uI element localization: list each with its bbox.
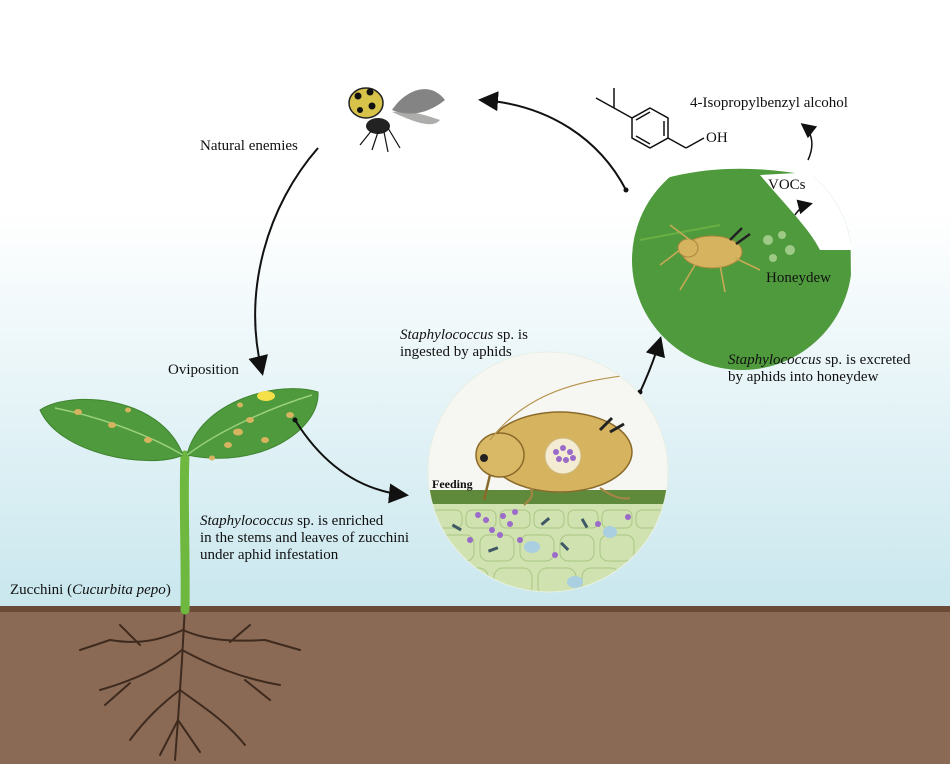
chemical-structure: [595, 88, 705, 149]
roots: [79, 605, 301, 761]
label-excreted: Staphylococcus sp. is excreted by aphids…: [728, 352, 910, 386]
ladybird-beetle: [348, 87, 445, 153]
ingested-genus: Staphylococcus: [400, 327, 494, 343]
excreted-line2: by aphids into honeydew: [728, 369, 879, 385]
left-leaf: [39, 399, 184, 462]
label-feeding: Feeding: [432, 477, 473, 491]
arrow-beetle-to-oviposition: [248, 147, 319, 376]
label-enriched: Staphylococcus sp. is enriched in the st…: [200, 513, 409, 564]
enriched-line3: under aphid infestation: [200, 547, 339, 563]
ingested-line2: ingested by aphids: [400, 344, 512, 360]
enriched-rest: sp. is enriched: [293, 513, 384, 529]
label-vocs: VOCs: [768, 177, 806, 193]
enriched-line2: in the stems and leaves of zucchini: [200, 530, 410, 546]
soil-surface: [0, 606, 950, 612]
right-leaf: [186, 388, 319, 459]
arrow-to-compound: [800, 123, 818, 161]
label-ingested: Staphylococcus sp. is ingested by aphids: [400, 327, 528, 361]
ingested-rest: sp. is: [493, 327, 528, 343]
soil: [0, 606, 950, 764]
label-honeydew: Honeydew: [766, 270, 831, 286]
zucchini-suffix: ): [165, 582, 171, 598]
arrow-honeydew-to-beetle: [478, 91, 627, 191]
plant-stem: [179, 450, 190, 615]
arrow-leaf-to-feeding: [294, 419, 409, 504]
zucchini-prefix: Zucchini (: [10, 582, 73, 598]
egg-cluster: [257, 391, 275, 401]
excreted-genus: Staphylococcus: [728, 352, 822, 368]
label-zucchini: Zucchini (Cucurbita pepo): [10, 582, 171, 599]
honeydew-inset: [632, 150, 852, 370]
leaf-aphids: [74, 402, 294, 461]
enriched-genus: Staphylococcus: [200, 513, 294, 529]
label-oviposition: Oviposition: [168, 362, 239, 378]
zucchini-species: Cucurbita pepo: [72, 582, 166, 598]
label-natural-enemies: Natural enemies: [200, 138, 298, 154]
excreted-rest: sp. is excreted: [821, 352, 911, 368]
label-oh: OH: [706, 130, 728, 146]
arrow-feeding-to-honeydew: [639, 336, 665, 393]
label-compound: 4-Isopropylbenzyl alcohol: [690, 95, 848, 111]
